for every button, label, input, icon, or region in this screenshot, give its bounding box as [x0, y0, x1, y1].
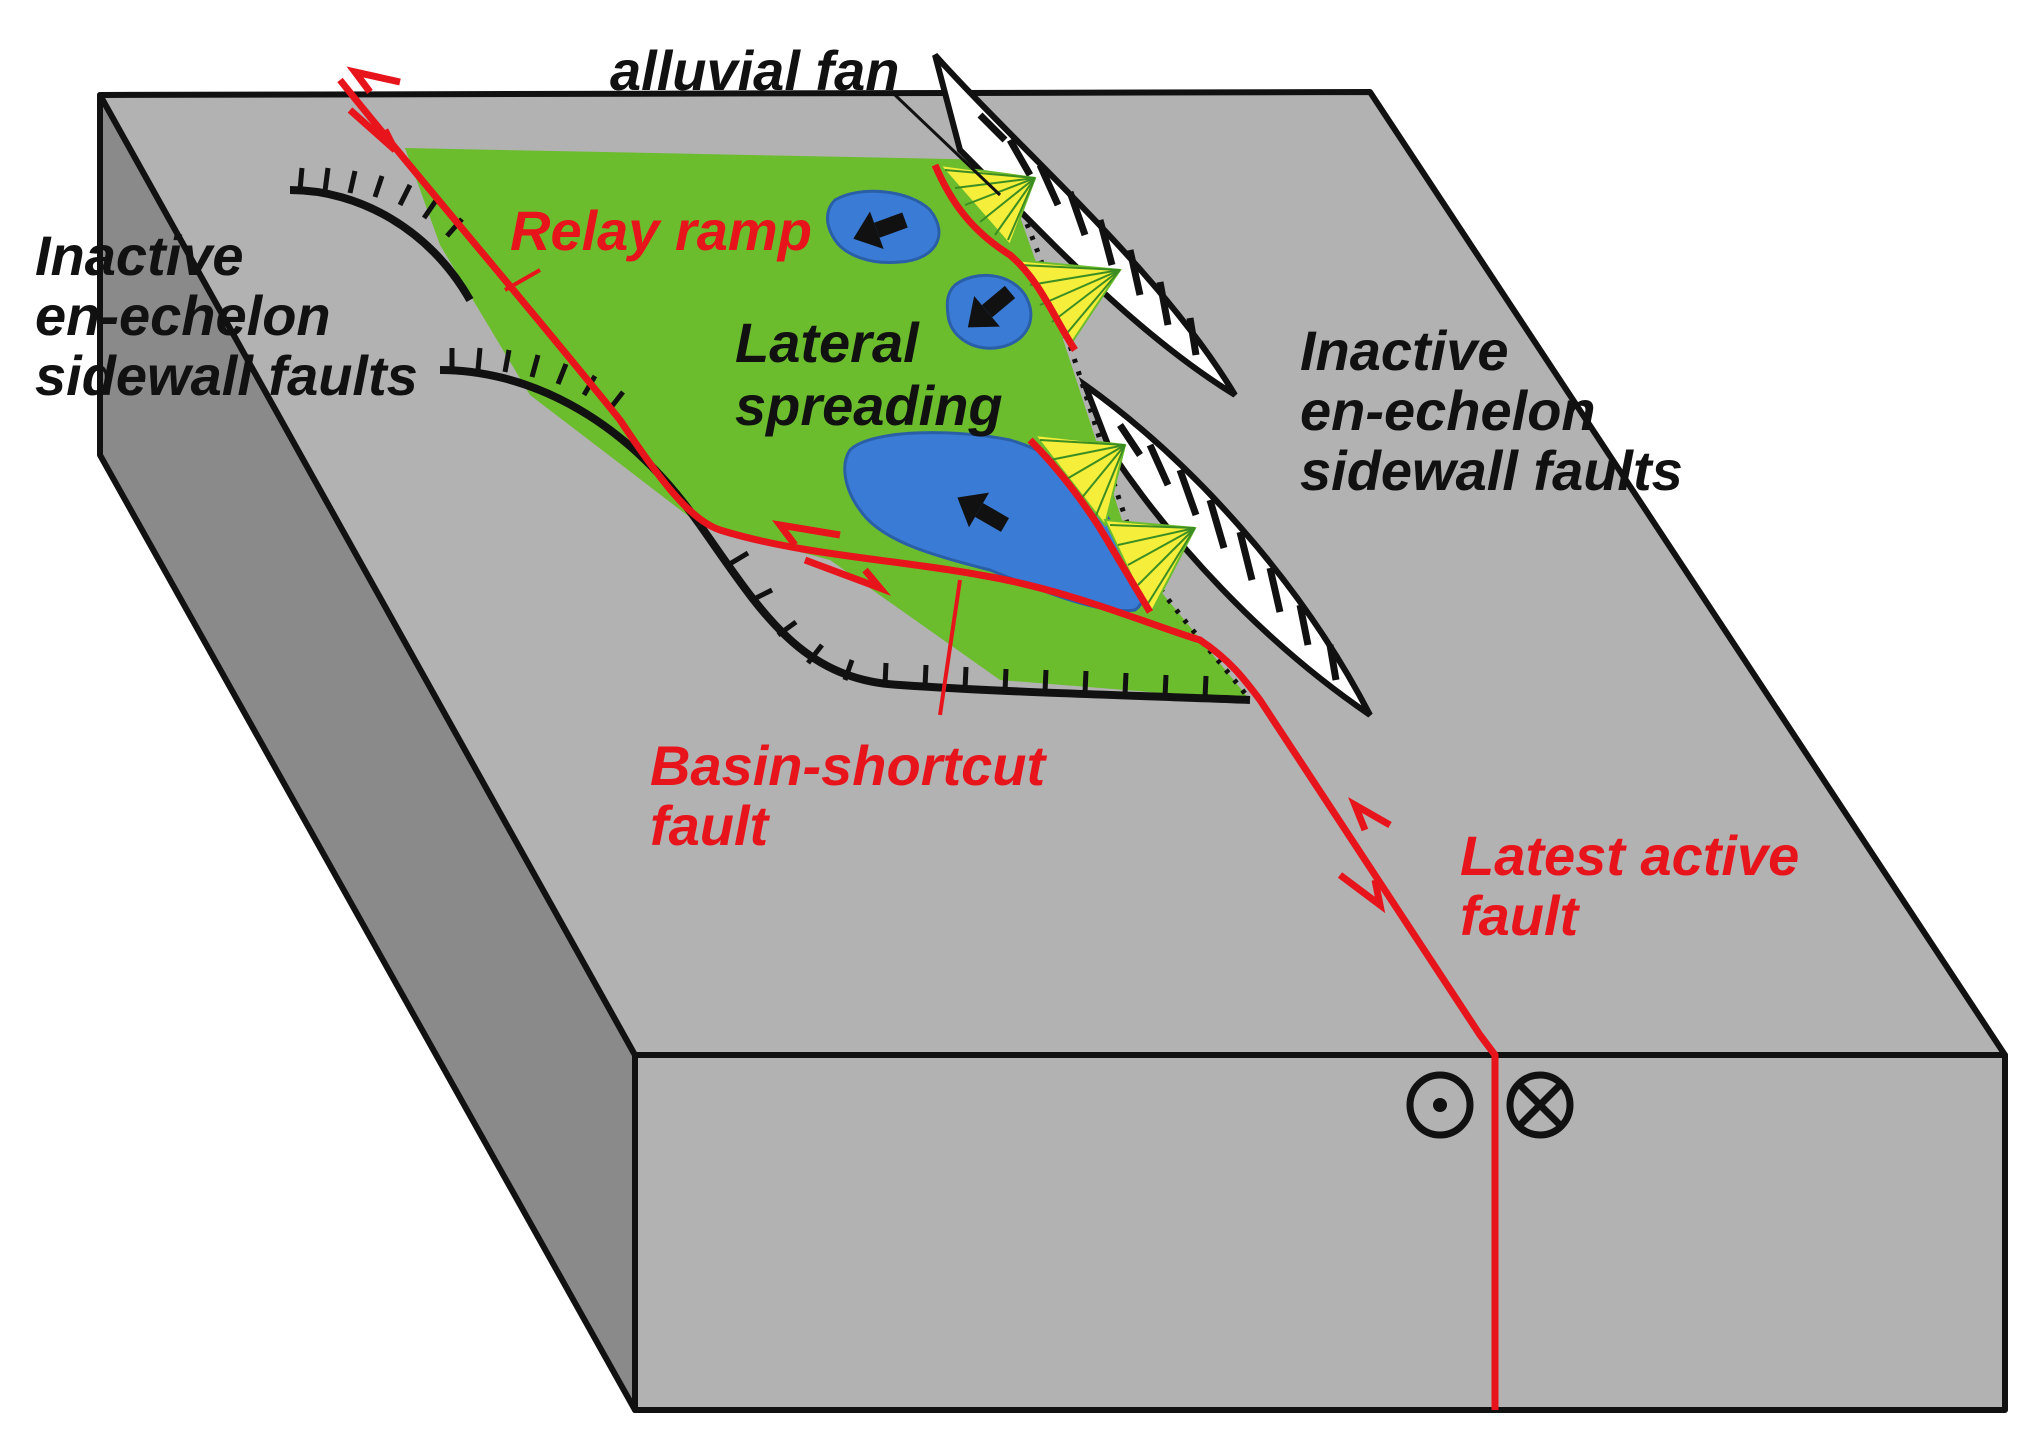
spreading-arrow-upper — [853, 211, 908, 250]
latest-active-line-2: fault — [1460, 884, 1581, 947]
inactive-faults-right-label: Inactive en-echelon sidewall faults — [1300, 319, 1683, 502]
latest-active-fault-label: Latest active fault — [1460, 824, 1815, 947]
scarp-ticks-basin-lower — [726, 550, 1209, 699]
basin-lower-margin-scarp — [696, 522, 1251, 704]
fan-front-fault-lower — [1027, 437, 1154, 614]
latest-active-line-1: Latest active — [1460, 824, 1799, 887]
alluvial-fan-1 — [937, 163, 1037, 247]
inactive-right-line-1: Inactive — [1300, 319, 1509, 382]
relay-ramp-leader — [504, 268, 541, 292]
lateral-spreading-line-2: spreading — [735, 374, 1003, 437]
alluvial-fan-4 — [1103, 518, 1197, 618]
block-front-face — [632, 1052, 2008, 1413]
inactive-right-line-2: en-echelon — [1300, 379, 1596, 442]
alluvial-fan-3 — [1032, 433, 1127, 528]
lateral-spreading-label: Lateral spreading — [735, 311, 1003, 437]
lateral-spreading-line-1: Lateral — [735, 311, 920, 374]
inactive-left-line-2: en-echelon — [35, 284, 331, 347]
inactive-faults-left-label: Inactive en-echelon sidewall faults — [35, 224, 418, 407]
alluvial-fan-label: alluvial fan — [610, 39, 899, 102]
slip-arrows-lower — [1337, 796, 1392, 914]
slip-arrows-basin — [771, 520, 892, 596]
latest-active-fault-trace — [337, 77, 1499, 1410]
into-page-symbol — [1506, 1071, 1574, 1139]
alluvial-fan-leader — [893, 93, 1002, 197]
basin-shortcut-leader — [938, 579, 962, 716]
spreading-arrow-middle — [967, 285, 1016, 328]
inactive-left-line-1: Inactive — [35, 224, 244, 287]
alluvial-fan-2 — [1013, 258, 1122, 347]
relay-ramp-label: Relay ramp — [510, 199, 812, 262]
slip-arrows-top — [346, 66, 401, 153]
spreading-arrow-lower — [957, 492, 1009, 532]
basin-shortcut-line-2: fault — [650, 794, 771, 857]
out-of-page-symbol — [1406, 1071, 1474, 1139]
fan-front-fault-upper — [931, 163, 1078, 352]
basin-shortcut-line-1: Basin-shortcut — [650, 734, 1047, 797]
inactive-fault-scarp-upper-left — [289, 186, 474, 302]
basin-shortcut-label: Basin-shortcut fault — [650, 734, 1061, 857]
inactive-left-line-3: sidewall faults — [35, 344, 418, 407]
inactive-en-echelon-lens-upper — [932, 52, 1238, 398]
inactive-right-line-3: sidewall faults — [1300, 439, 1683, 502]
